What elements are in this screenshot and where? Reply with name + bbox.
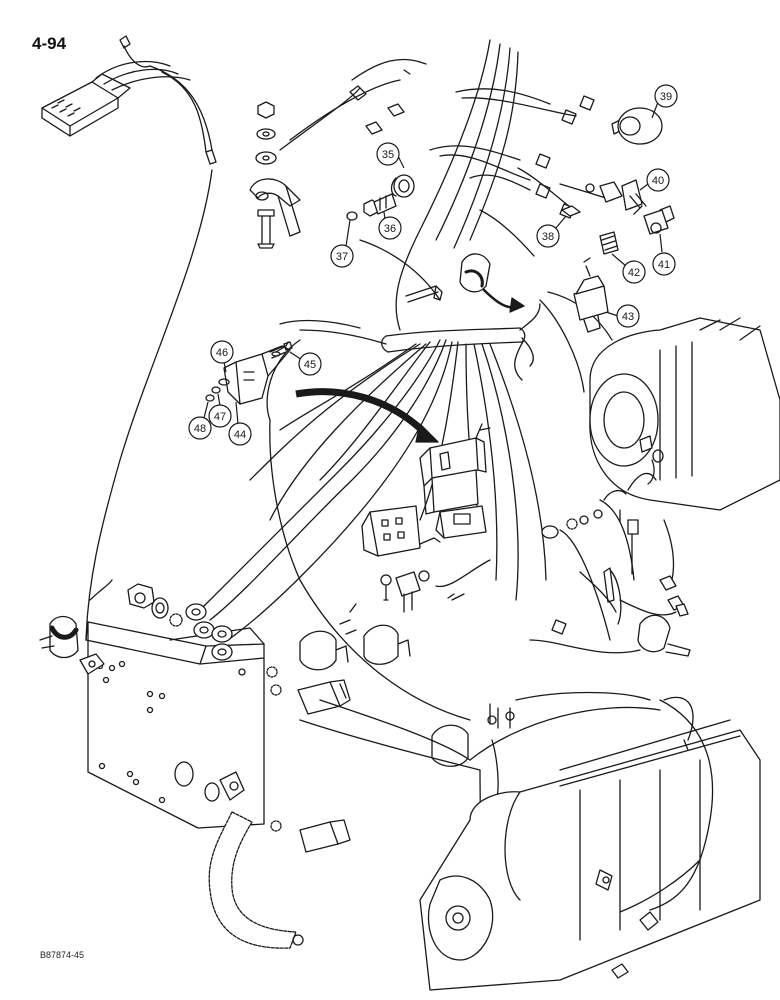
figure-code: B87874-45 [40, 950, 85, 960]
main-harness-cable [119, 35, 217, 165]
upper-wires [279, 39, 613, 331]
battery-terminals [127, 583, 282, 696]
callout-37: 37 [336, 251, 348, 263]
battery-side-terminal [39, 579, 113, 675]
left-ground-cable [85, 169, 213, 641]
part-38-connector [561, 205, 581, 217]
upper-relay-block [419, 423, 491, 515]
callout-43: 43 [622, 311, 634, 323]
cable-clip [459, 253, 491, 293]
alternator [589, 317, 780, 511]
callout-42: 42 [628, 267, 640, 279]
starter-motor [419, 719, 761, 991]
part-43-sender [573, 257, 609, 333]
callout-47: 47 [214, 411, 226, 423]
part-40-switch [585, 179, 647, 215]
callout-36: 36 [384, 223, 396, 235]
callout-35: 35 [382, 149, 394, 161]
callout-39: 39 [660, 91, 672, 103]
part-42-nipple [599, 231, 619, 255]
part-37-washer [346, 211, 358, 221]
callout-46: 46 [216, 347, 228, 359]
callouts [188, 84, 678, 446]
part-39-plate [611, 107, 663, 145]
mounting-bolts [270, 679, 351, 853]
relay-switch-block [361, 505, 487, 557]
relay-44 [223, 341, 291, 405]
callout-labels: 35 36 37 38 39 40 41 42 43 44 45 46 47 4… [194, 91, 672, 441]
harness-connector [41, 60, 191, 137]
callout-40: 40 [652, 175, 664, 187]
callout-44: 44 [234, 429, 246, 441]
part-36-sender [363, 193, 397, 217]
part-41-tee [643, 205, 675, 235]
relay-arrow [295, 388, 429, 437]
center-connectors [380, 559, 491, 613]
page-number: 4-94 [32, 34, 67, 53]
part-35-grommet [390, 174, 415, 198]
part-45-bolt [269, 341, 293, 359]
callout-45: 45 [304, 359, 316, 371]
lower-harness-loop [299, 691, 661, 901]
callout-48: 48 [194, 423, 206, 435]
clamp-hardware [249, 101, 301, 249]
callout-41: 41 [658, 259, 670, 271]
battery-box [85, 621, 265, 829]
callout-38: 38 [542, 231, 554, 243]
center-harness-bundle [199, 303, 547, 721]
starter-cable [649, 699, 714, 911]
relay-hardware [205, 378, 230, 402]
ground-strap [208, 811, 304, 949]
